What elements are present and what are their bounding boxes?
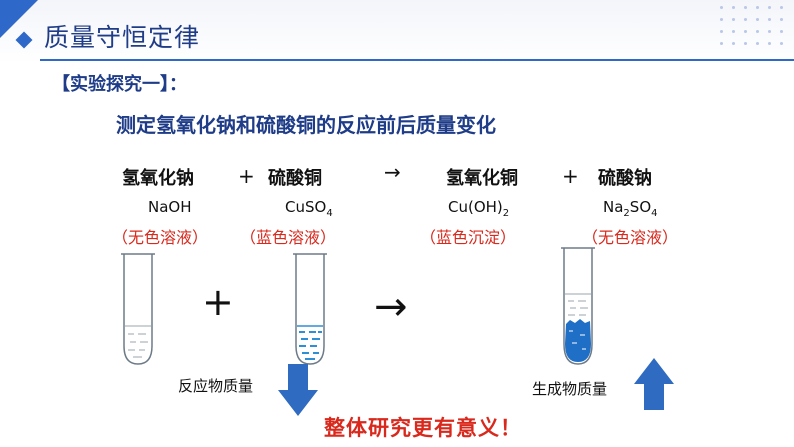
reactant1-formula: NaOH	[148, 198, 192, 216]
product2-formula: Na2SO4	[603, 198, 658, 219]
product2-name: 硫酸钠	[598, 168, 652, 189]
product-mass-label: 生成物质量	[532, 380, 608, 398]
reactant2-description: （蓝色溶液）	[240, 228, 337, 247]
product2-description: （无色溶液）	[582, 228, 679, 247]
equation-plus-2: +	[562, 164, 579, 188]
section-label: 【实验探究一】：	[52, 74, 187, 95]
reactant2-formula: CuSO4	[285, 198, 333, 219]
equation-plus-1: +	[238, 164, 255, 188]
conclusion-text: 整体研究更有意义！	[324, 416, 522, 440]
page-title: 质量守恒定律	[44, 23, 201, 52]
diagram-reaction-arrow: →	[374, 284, 408, 330]
experiment-subtitle: 测定氢氧化钠和硫酸铜的反应前后质量变化	[116, 113, 496, 137]
test-tube-colorless-icon	[121, 253, 155, 365]
header-divider	[40, 59, 794, 61]
reactant2-name: 硫酸铜	[268, 168, 322, 189]
equation-arrow: →	[384, 160, 401, 184]
reactant1-description: （无色溶液）	[112, 228, 209, 247]
arrow-up-icon	[634, 358, 674, 410]
reactant1-name: 氢氧化钠	[122, 168, 194, 189]
product1-description: （蓝色沉淀）	[420, 228, 517, 247]
arrow-down-icon	[278, 364, 318, 416]
test-tube-blue-solution-icon	[293, 253, 327, 365]
test-tube-precipitate-icon	[561, 247, 595, 365]
header-accent-shape	[0, 0, 38, 38]
product1-formula: Cu(OH)2	[448, 198, 510, 219]
decorative-dot-grid	[720, 6, 784, 50]
product1-name: 氢氧化铜	[446, 168, 518, 189]
header-background	[0, 0, 794, 64]
diagram-plus: +	[202, 280, 234, 324]
reactant-mass-label: 反应物质量	[178, 377, 254, 395]
